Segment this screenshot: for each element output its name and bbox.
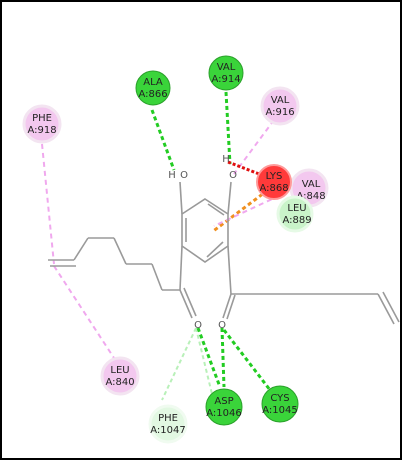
residue-asp1046-name: ASP [214, 396, 233, 407]
residue-phe918-name: PHE [32, 113, 52, 124]
hbond-val914 [224, 91, 232, 165]
pi-cation-lys868 [211, 188, 269, 234]
residue-val914-name: VAL [217, 62, 236, 73]
carbon-hbond-phe1047-b [195, 327, 213, 395]
atom-o-right: O [229, 170, 237, 181]
residue-cys1045: CYS A:1045 [261, 385, 299, 423]
residue-lys868-chain: A:868 [259, 183, 288, 194]
residue-phe1047-chain: A:1047 [150, 425, 185, 436]
unfavorable-lys868 [227, 160, 268, 179]
atom-o-bottom-left: O [194, 320, 202, 331]
residue-val848-chain: A:848 [296, 191, 325, 202]
residue-cys1045-name: CYS [270, 393, 289, 404]
residue-lys868: LYS A:868 [256, 164, 292, 200]
residue-leu889-chain: A:889 [282, 215, 311, 226]
residue-leu889: LEU A:889 [276, 195, 314, 233]
residue-leu840: LEU A:840 [100, 356, 140, 396]
hbond-asp1046-b [220, 327, 226, 388]
atom-o-left: O [180, 170, 188, 181]
hbond-cys1045 [222, 329, 272, 391]
residue-val914: VAL A:914 [208, 55, 244, 91]
hydrophobic-val916 [233, 119, 275, 175]
atom-h-right: H [222, 154, 230, 165]
residue-asp1046-chain: A:1046 [206, 408, 241, 419]
atom-o-bottom-right: O [218, 320, 226, 331]
residue-phe918-chain: A:918 [27, 125, 56, 136]
hydrophobic-leu840 [53, 265, 115, 359]
residue-val848-name: VAL [302, 179, 321, 190]
residue-leu889-name: LEU [287, 203, 306, 214]
residue-val916-name: VAL [271, 95, 290, 106]
residue-lys868-name: LYS [266, 171, 283, 182]
hbond-asp1046-a [196, 327, 222, 388]
residue-phe918: PHE A:918 [22, 104, 62, 144]
residue-asp1046: ASP A:1046 [205, 388, 243, 426]
residue-ala866: ALA A:866 [135, 70, 171, 106]
residue-cys1045-chain: A:1045 [262, 405, 297, 416]
hbond-ala866 [150, 109, 176, 171]
residue-val914-chain: A:914 [211, 74, 240, 85]
atom-h-left: H [168, 170, 176, 181]
hydrophobic-phe918 [41, 143, 55, 265]
residue-val916: VAL A:916 [260, 86, 300, 126]
residue-phe1047-name: PHE [158, 413, 178, 424]
residue-leu840-name: LEU [110, 365, 129, 376]
residue-val916-chain: A:916 [265, 107, 294, 118]
residue-ala866-name: ALA [143, 77, 163, 88]
residue-ala866-chain: A:866 [138, 89, 167, 100]
residue-phe1047: PHE A:1047 [148, 404, 188, 444]
residue-leu840-chain: A:840 [105, 377, 134, 388]
carbon-hbond-phe1047-a [161, 327, 197, 401]
ligand-skeleton [48, 181, 400, 325]
